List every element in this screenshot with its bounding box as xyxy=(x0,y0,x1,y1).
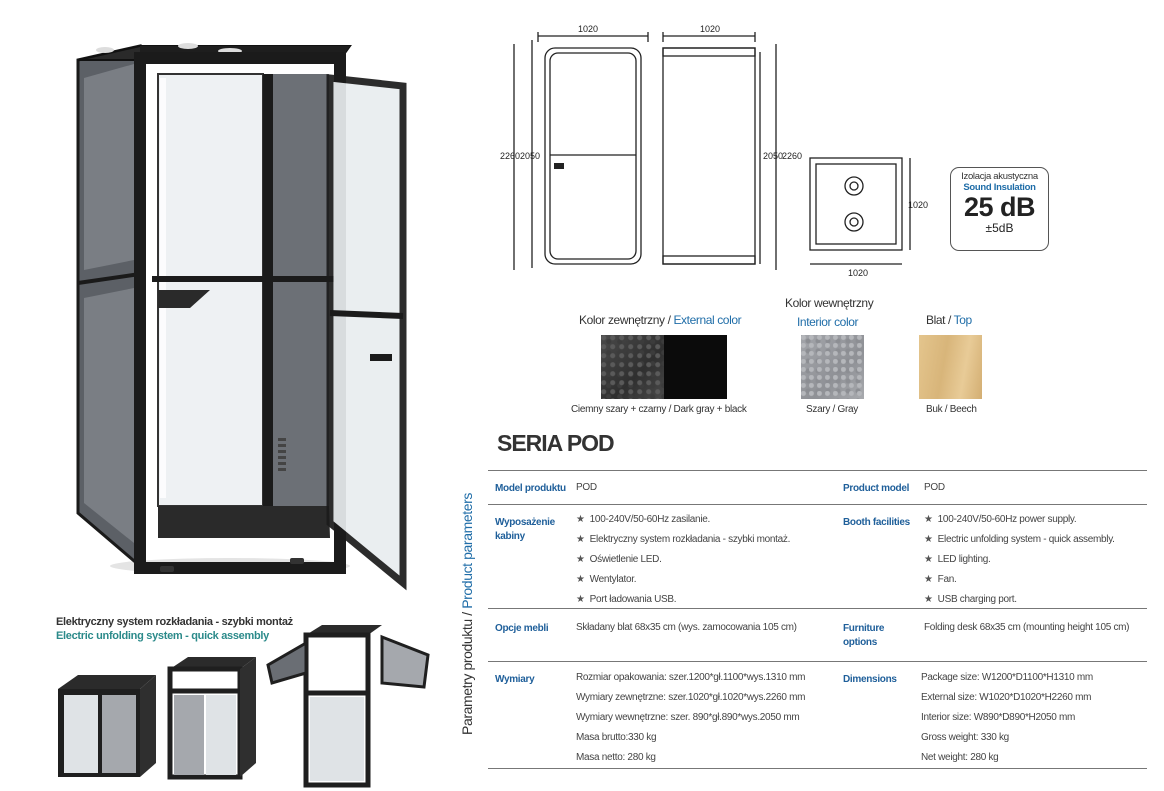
list-item: Interior size: W890*D890*H2050 mm xyxy=(921,712,1076,723)
label-options-pl: Opcje mebli xyxy=(495,623,549,634)
external-color-caption: Ciemny szary + czarny / Dark gray + blac… xyxy=(571,404,747,415)
side-label: Parametry produktu / Product parameters xyxy=(459,493,475,735)
dim-top-width: 1020 xyxy=(848,268,868,278)
insulation-label-en: Sound Insulation xyxy=(963,182,1036,193)
swatch-black xyxy=(664,335,727,399)
product-pod-image xyxy=(76,43,407,591)
assembly-caption-pl: Elektryczny system rozkładania - szybki … xyxy=(56,616,293,628)
side-label-pl: Parametry produktu / xyxy=(459,608,475,735)
label-model-pl: Model produktu xyxy=(495,483,566,494)
label-facilities-pl-1: Wyposażenie xyxy=(495,517,555,528)
assembly-caption-en: Electric unfolding system - quick assemb… xyxy=(56,630,269,642)
side-label-en: Product parameters xyxy=(459,493,475,609)
top-color-title-en: Top xyxy=(953,313,973,327)
list-item: Electric unfolding system - quick assemb… xyxy=(924,530,1115,550)
list-item: Fan. xyxy=(924,570,957,590)
list-item: Wentylator. xyxy=(576,570,637,590)
technical-drawings: 1020 2260 2050 1020 2050 2260 1020 1020 xyxy=(500,24,928,278)
interior-color-title-pl: Kolor wewnętrzny xyxy=(785,296,874,310)
list-item: Masa brutto:330 kg xyxy=(576,732,657,743)
insulation-label-pl: Izolacja akustyczna xyxy=(961,171,1038,182)
dim-inner-height-left: 2050 xyxy=(520,151,540,161)
list-item: Wymiary wewnętrzne: szer. 890*gł.890*wys… xyxy=(576,712,800,723)
label-facilities-pl-2: kabiny xyxy=(495,531,525,542)
label-model-en: Product model xyxy=(843,483,910,494)
sound-insulation-badge: Izolacja akustyczna Sound Insulation 25 … xyxy=(950,167,1049,251)
list-item: USB charging port. xyxy=(924,590,1017,610)
table-rule xyxy=(488,470,1147,471)
series-title: SERIA POD xyxy=(497,430,615,456)
list-item: Port ładowania USB. xyxy=(576,590,677,610)
top-color-caption: Buk / Beech xyxy=(926,404,977,415)
interior-color-caption: Szary / Gray xyxy=(806,404,858,415)
list-item: Wymiary zewnętrzne: szer.1020*gł.1020*wy… xyxy=(576,692,806,703)
external-color-title-en: External color xyxy=(673,313,742,327)
list-item: External size: W1020*D1020*H2260 mm xyxy=(921,692,1092,703)
dim-outer-height-right: 2260 xyxy=(782,151,802,161)
value-options-pl: Składany blat 68x35 cm (wys. zamocowania… xyxy=(576,622,797,633)
table-rule xyxy=(488,661,1147,662)
list-item: Oświetlenie LED. xyxy=(576,550,662,570)
list-item: Net weight: 280 kg xyxy=(921,752,999,763)
list-item: LED lighting. xyxy=(924,550,991,570)
list-item: 100-240V/50-60Hz zasilanie. xyxy=(576,510,711,530)
dim-outer-height-left: 2260 xyxy=(500,151,520,161)
external-color-title: Kolor zewnętrzny / External color xyxy=(579,313,742,327)
list-item: Masa netto: 280 kg xyxy=(576,752,656,763)
table-rule xyxy=(488,504,1147,505)
insulation-value: 25 dB xyxy=(963,192,1036,222)
dim-side-width: 1020 xyxy=(700,24,720,34)
top-color-title: Blat / Top xyxy=(926,313,972,327)
swatch-beech xyxy=(919,335,982,399)
label-dimensions-pl: Wymiary xyxy=(495,674,535,685)
label-dimensions-en: Dimensions xyxy=(843,674,897,685)
list-item: Package size: W1200*D1100*H1310 mm xyxy=(921,672,1093,683)
insulation-tolerance: ±5dB xyxy=(985,221,1014,235)
dim-front-width: 1020 xyxy=(578,24,598,34)
list-item: Elektryczny system rozkładania - szybki … xyxy=(576,530,791,550)
swatch-gray xyxy=(801,335,864,399)
label-options-en-1: Furniture xyxy=(843,623,885,634)
value-options-en: Folding desk 68x35 cm (mounting height 1… xyxy=(924,622,1130,633)
top-color-title-pl: Blat / xyxy=(926,313,954,327)
label-facilities-en: Booth facilities xyxy=(843,517,910,528)
value-model-pl: POD xyxy=(576,482,597,493)
label-options-en-2: options xyxy=(843,637,878,648)
assembly-steps-image xyxy=(58,625,430,788)
external-color-title-pl: Kolor zewnętrzny / xyxy=(579,313,674,327)
dim-top-depth: 1020 xyxy=(908,200,928,210)
dim-inner-height-right: 2050 xyxy=(763,151,783,161)
list-item: 100-240V/50-60Hz power supply. xyxy=(924,510,1077,530)
interior-color-title-en: Interior color xyxy=(797,315,859,329)
list-item: Rozmiar opakowania: szer.1200*gł.1100*wy… xyxy=(576,672,806,683)
value-model-en: POD xyxy=(924,482,945,493)
list-item: Gross weight: 330 kg xyxy=(921,732,1009,743)
table-rule xyxy=(488,608,1147,609)
table-rule xyxy=(488,768,1147,769)
swatch-dark-gray xyxy=(601,335,664,399)
